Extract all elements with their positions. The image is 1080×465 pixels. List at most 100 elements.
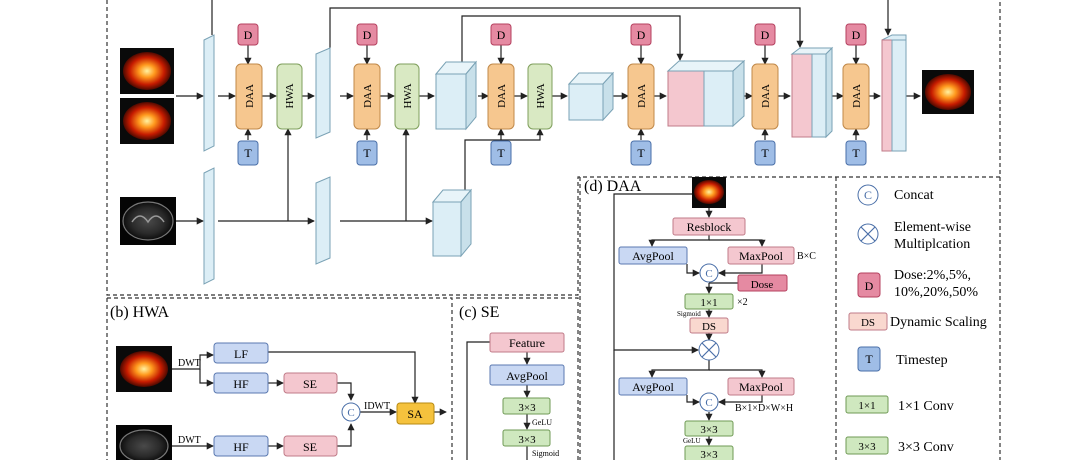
daa-multiply-node: [698, 339, 720, 361]
timestep-blocks: T T T T T T: [237, 140, 867, 166]
svg-text:D: D: [761, 28, 770, 42]
svg-text:Concat: Concat: [894, 188, 934, 203]
svg-text:AvgPool: AvgPool: [506, 369, 548, 383]
svg-text:D: D: [497, 28, 506, 42]
svg-text:MaxPool: MaxPool: [739, 380, 784, 394]
daa-block: DAA: [842, 63, 870, 130]
hwa-block: HWA: [276, 63, 303, 130]
slab-concat-2: [790, 46, 834, 139]
timestep-block: T: [630, 140, 652, 166]
svg-text:Sigmoid: Sigmoid: [532, 449, 559, 458]
feature-slab-4: [315, 176, 331, 265]
svg-text:3×3: 3×3: [518, 434, 536, 446]
svg-text:GeLU: GeLU: [683, 437, 701, 445]
svg-text:Feature: Feature: [509, 336, 545, 350]
svg-text:SE: SE: [303, 377, 317, 391]
svg-text:D: D: [852, 28, 861, 42]
svg-text:Dynamic Scaling: Dynamic Scaling: [890, 315, 987, 330]
legend-conv1: 1×1 1×1 Conv: [845, 395, 954, 414]
svg-text:AvgPool: AvgPool: [632, 249, 674, 263]
daa-avgpool-2: AvgPool: [618, 377, 688, 396]
svg-text:3×3: 3×3: [700, 424, 718, 436]
daa-maxpool: MaxPool: [727, 246, 795, 265]
panel-b-border: [106, 297, 453, 460]
svg-text:D: D: [363, 28, 372, 42]
svg-text:T: T: [865, 352, 873, 366]
feature-slab-out-pink: [881, 39, 893, 152]
svg-text:DAA: DAA: [636, 84, 648, 108]
daa-blocks: DAA DAA DAA DAA DAA DAA: [235, 63, 870, 130]
svg-text:C: C: [347, 407, 354, 419]
svg-text:C: C: [864, 188, 872, 202]
daa-conv1: 1×1: [684, 293, 734, 310]
timestep-block: T: [237, 140, 259, 166]
daa-block: DAA: [487, 63, 515, 130]
svg-text:DWT: DWT: [178, 358, 201, 369]
svg-text:T: T: [497, 146, 505, 160]
dose-block: D: [490, 23, 512, 46]
svg-text:GeLU: GeLU: [532, 418, 552, 427]
svg-text:T: T: [363, 146, 371, 160]
timestep-block: T: [845, 140, 867, 166]
svg-text:Timestep: Timestep: [896, 353, 948, 368]
hwa-blocks: HWA HWA HWA: [276, 63, 553, 130]
daa-ds: DS: [689, 317, 729, 334]
svg-text:DAA: DAA: [244, 84, 256, 108]
svg-text:DAA: DAA: [760, 84, 772, 108]
panel-borders: [106, 0, 1001, 460]
svg-text:10%,20%,50%: 10%,20%,50%: [894, 285, 978, 300]
daa-concat-node: C: [699, 263, 719, 283]
hwa-panel: (b) HWA DWT DWT IDWT LF HF HF SE SE: [110, 304, 447, 463]
svg-text:HWA: HWA: [284, 83, 296, 108]
se-conv-block: 3×3: [502, 397, 551, 415]
svg-text:1×1: 1×1: [858, 400, 875, 412]
legend-dose: D Dose:2%,5%, 10%,20%,50%: [857, 268, 978, 300]
se-conv-block: 3×3: [502, 429, 551, 447]
cube-3: [567, 71, 615, 122]
feature-slab-1: [203, 34, 215, 152]
daa-block: DAA: [751, 63, 779, 130]
cube-1: [434, 60, 478, 131]
svg-text:MaxPool: MaxPool: [739, 249, 784, 263]
feature-slab-2: [203, 167, 215, 285]
svg-text:Resblock: Resblock: [687, 220, 732, 234]
svg-text:B×C: B×C: [797, 251, 816, 262]
pet-input-image-2: [120, 98, 174, 144]
concat-node: C: [341, 402, 361, 422]
legend-border: [835, 177, 1001, 460]
daa-block: DAA: [235, 63, 263, 130]
pet-output-image: [922, 70, 974, 114]
svg-text:Multiplcation: Multiplcation: [894, 237, 970, 252]
svg-text:C: C: [705, 397, 712, 409]
dose-block: D: [356, 23, 378, 46]
hwa-panel-title: (b) HWA: [110, 304, 170, 321]
dose-blocks: D D D D D D: [237, 23, 867, 46]
dose-block: D: [237, 23, 259, 46]
feature-slabs: [203, 34, 907, 285]
svg-text:DS: DS: [861, 317, 875, 329]
svg-text:HWA: HWA: [402, 83, 414, 108]
se-block: SE: [283, 372, 338, 394]
svg-text:DS: DS: [702, 321, 716, 333]
svg-text:3×3: 3×3: [858, 441, 876, 453]
hwa-block: HWA: [527, 63, 553, 130]
svg-text:T: T: [244, 146, 252, 160]
cube-2: [431, 188, 473, 258]
hwa-pet-image: [116, 346, 172, 392]
svg-text:DWT: DWT: [178, 435, 201, 446]
se-block: SE: [283, 435, 338, 457]
daa-maxpool-2: MaxPool: [727, 377, 795, 396]
timestep-block: T: [490, 140, 512, 166]
svg-text:LF: LF: [234, 347, 248, 361]
dose-block: D: [630, 23, 652, 46]
daa-avgpool: AvgPool: [618, 246, 688, 265]
svg-text:D: D: [244, 28, 253, 42]
daa-dose: Dose: [737, 274, 788, 292]
svg-text:3×3: 3×3: [700, 449, 718, 460]
timestep-block: T: [356, 140, 378, 166]
svg-text:T: T: [852, 146, 860, 160]
svg-text:T: T: [637, 146, 645, 160]
svg-text:×2: ×2: [737, 297, 748, 308]
svg-text:AvgPool: AvgPool: [632, 380, 674, 394]
